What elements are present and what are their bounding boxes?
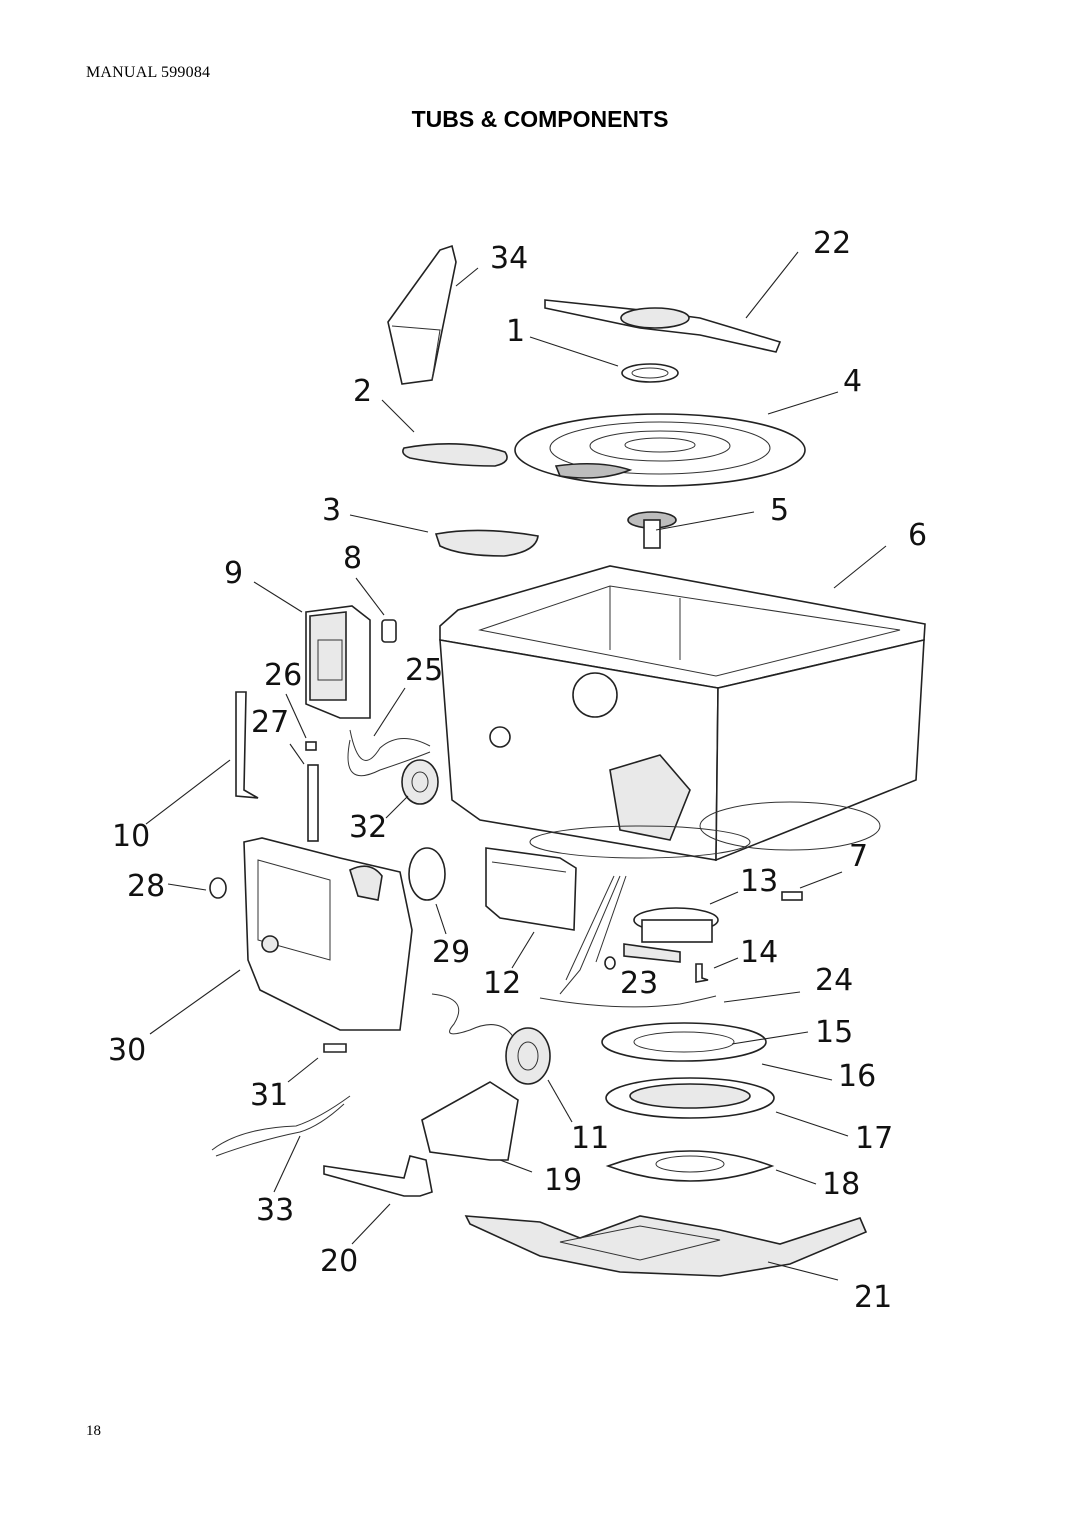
part-22-spray-arm	[544, 299, 782, 353]
part-9-control-module	[305, 605, 371, 719]
part-24-cable	[539, 995, 717, 1008]
part-4-filter-plate	[514, 413, 806, 487]
callout-14: 14	[740, 935, 778, 970]
callout-22: 22	[813, 226, 851, 261]
part-6-tub	[439, 565, 926, 862]
callout-25: 25	[405, 653, 443, 688]
part-23-wires	[559, 875, 627, 995]
callout-33: 33	[256, 1193, 294, 1228]
part-27-tube	[307, 764, 319, 842]
part-10-bracket	[235, 691, 259, 799]
part-5-impeller	[627, 511, 677, 549]
callout-21: 21	[854, 1280, 892, 1315]
part-11-fan	[431, 993, 551, 1085]
part-33-harness	[211, 1095, 351, 1157]
leader-lines	[145, 251, 887, 1281]
callout-28: 28	[127, 869, 165, 904]
callout-18: 18	[822, 1167, 860, 1202]
part-32-motor-disc	[401, 759, 439, 805]
manual-number: MANUAL 599084	[86, 64, 211, 81]
part-1-ring	[621, 363, 679, 383]
page-number: 18	[86, 1423, 101, 1439]
callout-17: 17	[855, 1121, 893, 1156]
callout-19: 19	[544, 1163, 582, 1198]
callout-11: 11	[571, 1121, 609, 1156]
callout-5: 5	[770, 493, 789, 528]
part-14-small-bracket	[695, 963, 709, 983]
callout-15: 15	[815, 1015, 853, 1050]
callout-12: 12	[483, 966, 521, 1001]
part-13-pump	[623, 907, 719, 963]
callout-24: 24	[815, 963, 853, 998]
part-17-base-plate	[605, 1077, 775, 1119]
part-26-clip	[305, 741, 317, 751]
callout-9: 9	[224, 556, 243, 591]
part-20-channel	[323, 1155, 433, 1197]
part-34-funnel	[387, 244, 457, 385]
part-30-sump-housing	[243, 837, 413, 1031]
callout-26: 26	[264, 658, 302, 693]
part-18-base-ring	[605, 1150, 775, 1182]
callout-1: 1	[506, 314, 525, 349]
part-12-pcb	[485, 847, 577, 931]
callout-labels: 34 22 1 2 4 3 5 6 9 8 26 25 27 10 32 7 2…	[108, 226, 927, 1315]
part-31-small-bracket	[323, 1043, 347, 1053]
callout-2: 2	[353, 374, 372, 409]
part-15-ring	[601, 1022, 767, 1062]
part-3-filter-cup	[434, 529, 539, 557]
part-28-o-ring	[209, 877, 227, 899]
callout-4: 4	[843, 364, 862, 399]
callout-23: 23	[620, 966, 658, 1001]
part-29-o-ring-large	[408, 847, 446, 901]
callout-13: 13	[740, 864, 778, 899]
callout-27: 27	[251, 705, 289, 740]
part-25-cable	[347, 729, 431, 777]
part-8-valve	[381, 619, 397, 643]
callout-3: 3	[322, 493, 341, 528]
part-2-gasket	[402, 443, 508, 467]
callout-30: 30	[108, 1033, 146, 1068]
callout-31: 31	[250, 1078, 288, 1113]
callout-10: 10	[112, 819, 150, 854]
page-title: TUBS & COMPONENTS	[411, 106, 669, 132]
part-7-clip	[781, 891, 803, 901]
callout-29: 29	[432, 935, 470, 970]
part-19-duct	[421, 1081, 519, 1161]
callout-7: 7	[849, 839, 868, 874]
callout-16: 16	[838, 1059, 876, 1094]
callout-32: 32	[349, 810, 387, 845]
callout-20: 20	[320, 1244, 358, 1279]
callout-6: 6	[908, 518, 927, 553]
part-21-base-tray	[464, 1215, 868, 1277]
callout-34: 34	[490, 241, 528, 276]
callout-8: 8	[343, 541, 362, 576]
